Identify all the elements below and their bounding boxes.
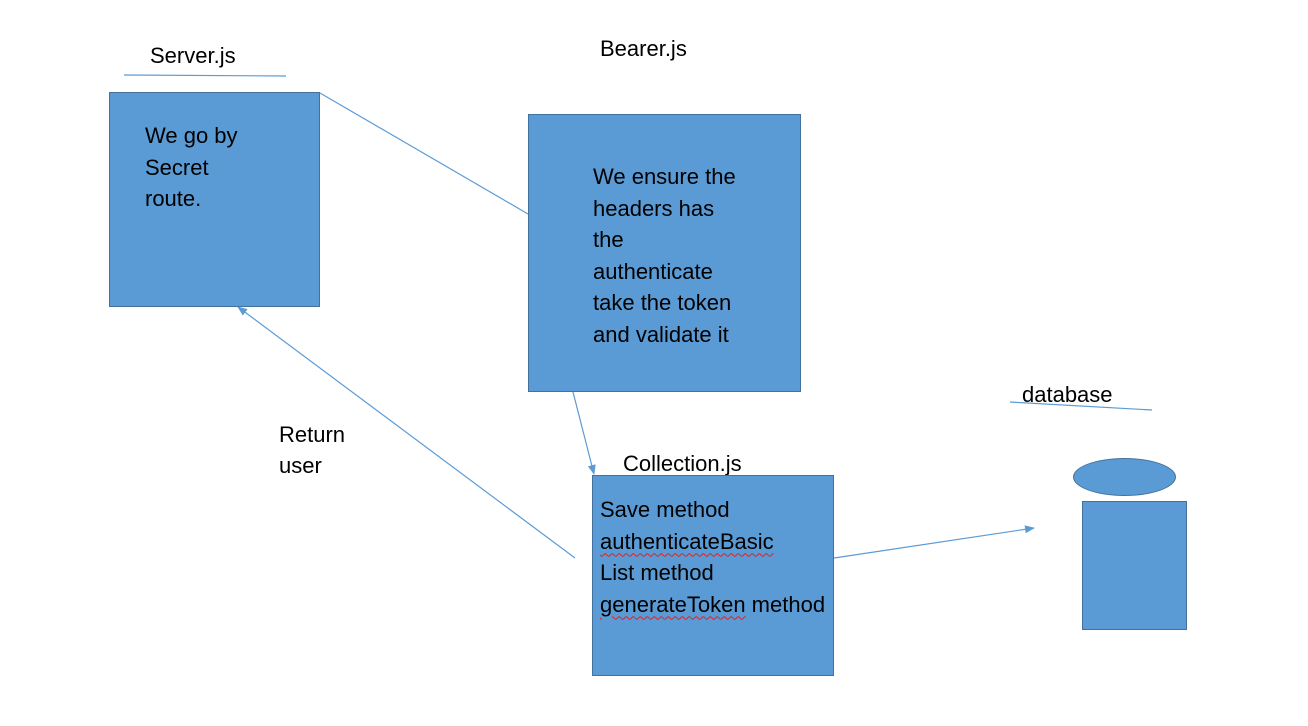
server-line: route. — [145, 186, 202, 211]
database-title-underline — [1009, 401, 1153, 411]
return-user-arrow — [237, 306, 576, 559]
collection-line: List method — [600, 560, 714, 585]
bearer-line: the — [593, 227, 624, 252]
server-line: We go by — [145, 123, 238, 148]
database-title: database — [1022, 382, 1113, 407]
bearer-title: Bearer.js — [600, 36, 687, 61]
server-to-bearer-connector — [319, 92, 529, 215]
server-title-underline — [123, 74, 287, 77]
collection-box — [592, 475, 834, 676]
bearer-line: We ensure the — [593, 164, 736, 189]
return-line: Return — [279, 422, 346, 447]
bearer-line: take the token — [593, 290, 732, 315]
collection-line: Save method — [600, 497, 730, 522]
return-line: user — [279, 453, 322, 478]
collection-to-database-arrow — [833, 525, 1035, 559]
server-box-text: We go by Secret route. — [145, 120, 238, 215]
bearer-line: and validate it — [593, 321, 729, 347]
bearer-line: headers has — [593, 195, 715, 221]
bearer-box — [528, 114, 801, 392]
bearer-to-collection-arrow — [572, 391, 596, 475]
collection-box-text: Save method authenticateBasic List metho… — [600, 494, 825, 620]
collection-title: Collection.js — [623, 451, 742, 476]
database-cylinder-top — [1073, 458, 1176, 496]
return-user-label: Return user — [279, 419, 345, 481]
collection-line: authenticateBasic — [600, 528, 774, 554]
collection-line: generateToken method — [600, 591, 826, 617]
server-line: Secret — [145, 154, 209, 180]
server-title: Server.js — [150, 43, 236, 68]
bearer-line: authenticate — [593, 258, 713, 284]
database-cylinder-body — [1082, 501, 1187, 630]
bearer-box-text: We ensure the headers has the authentica… — [593, 161, 736, 350]
server-box — [109, 92, 320, 307]
